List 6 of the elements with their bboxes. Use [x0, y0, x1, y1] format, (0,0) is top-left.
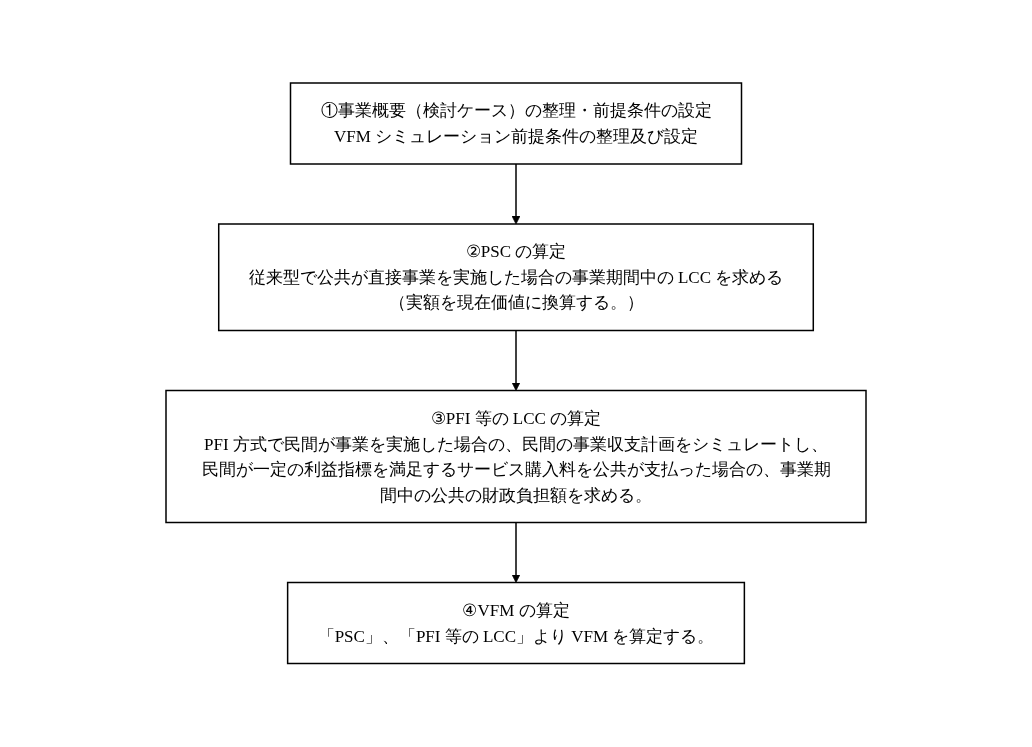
arrow — [511, 163, 521, 225]
node-box: ④VFM の算定 「PSC」、「PFI 等の LCC」より VFM を算定する。 — [286, 582, 746, 665]
arrow — [511, 522, 521, 584]
node-box: ①事業概要（検討ケース）の整理・前提条件の設定 VFM シミュレーション前提条件の整理及び設定 — [289, 82, 743, 165]
node-box: ③PFI 等の LCC の算定 PFI 方式で民間が事業を実施した場合の、民間の事業収支計画をシミュレートし、民間が一定の利益指標を満足するサービス購入料を公共が支払った場合の、事業期間中の公共の財政負担額を求める。 — [165, 390, 867, 524]
node-box: ②PSC の算定 従来型で公共が直接事業を実施した場合の事業期間中の LCC を求める （実額を現在価値に換算する。） — [217, 223, 815, 332]
